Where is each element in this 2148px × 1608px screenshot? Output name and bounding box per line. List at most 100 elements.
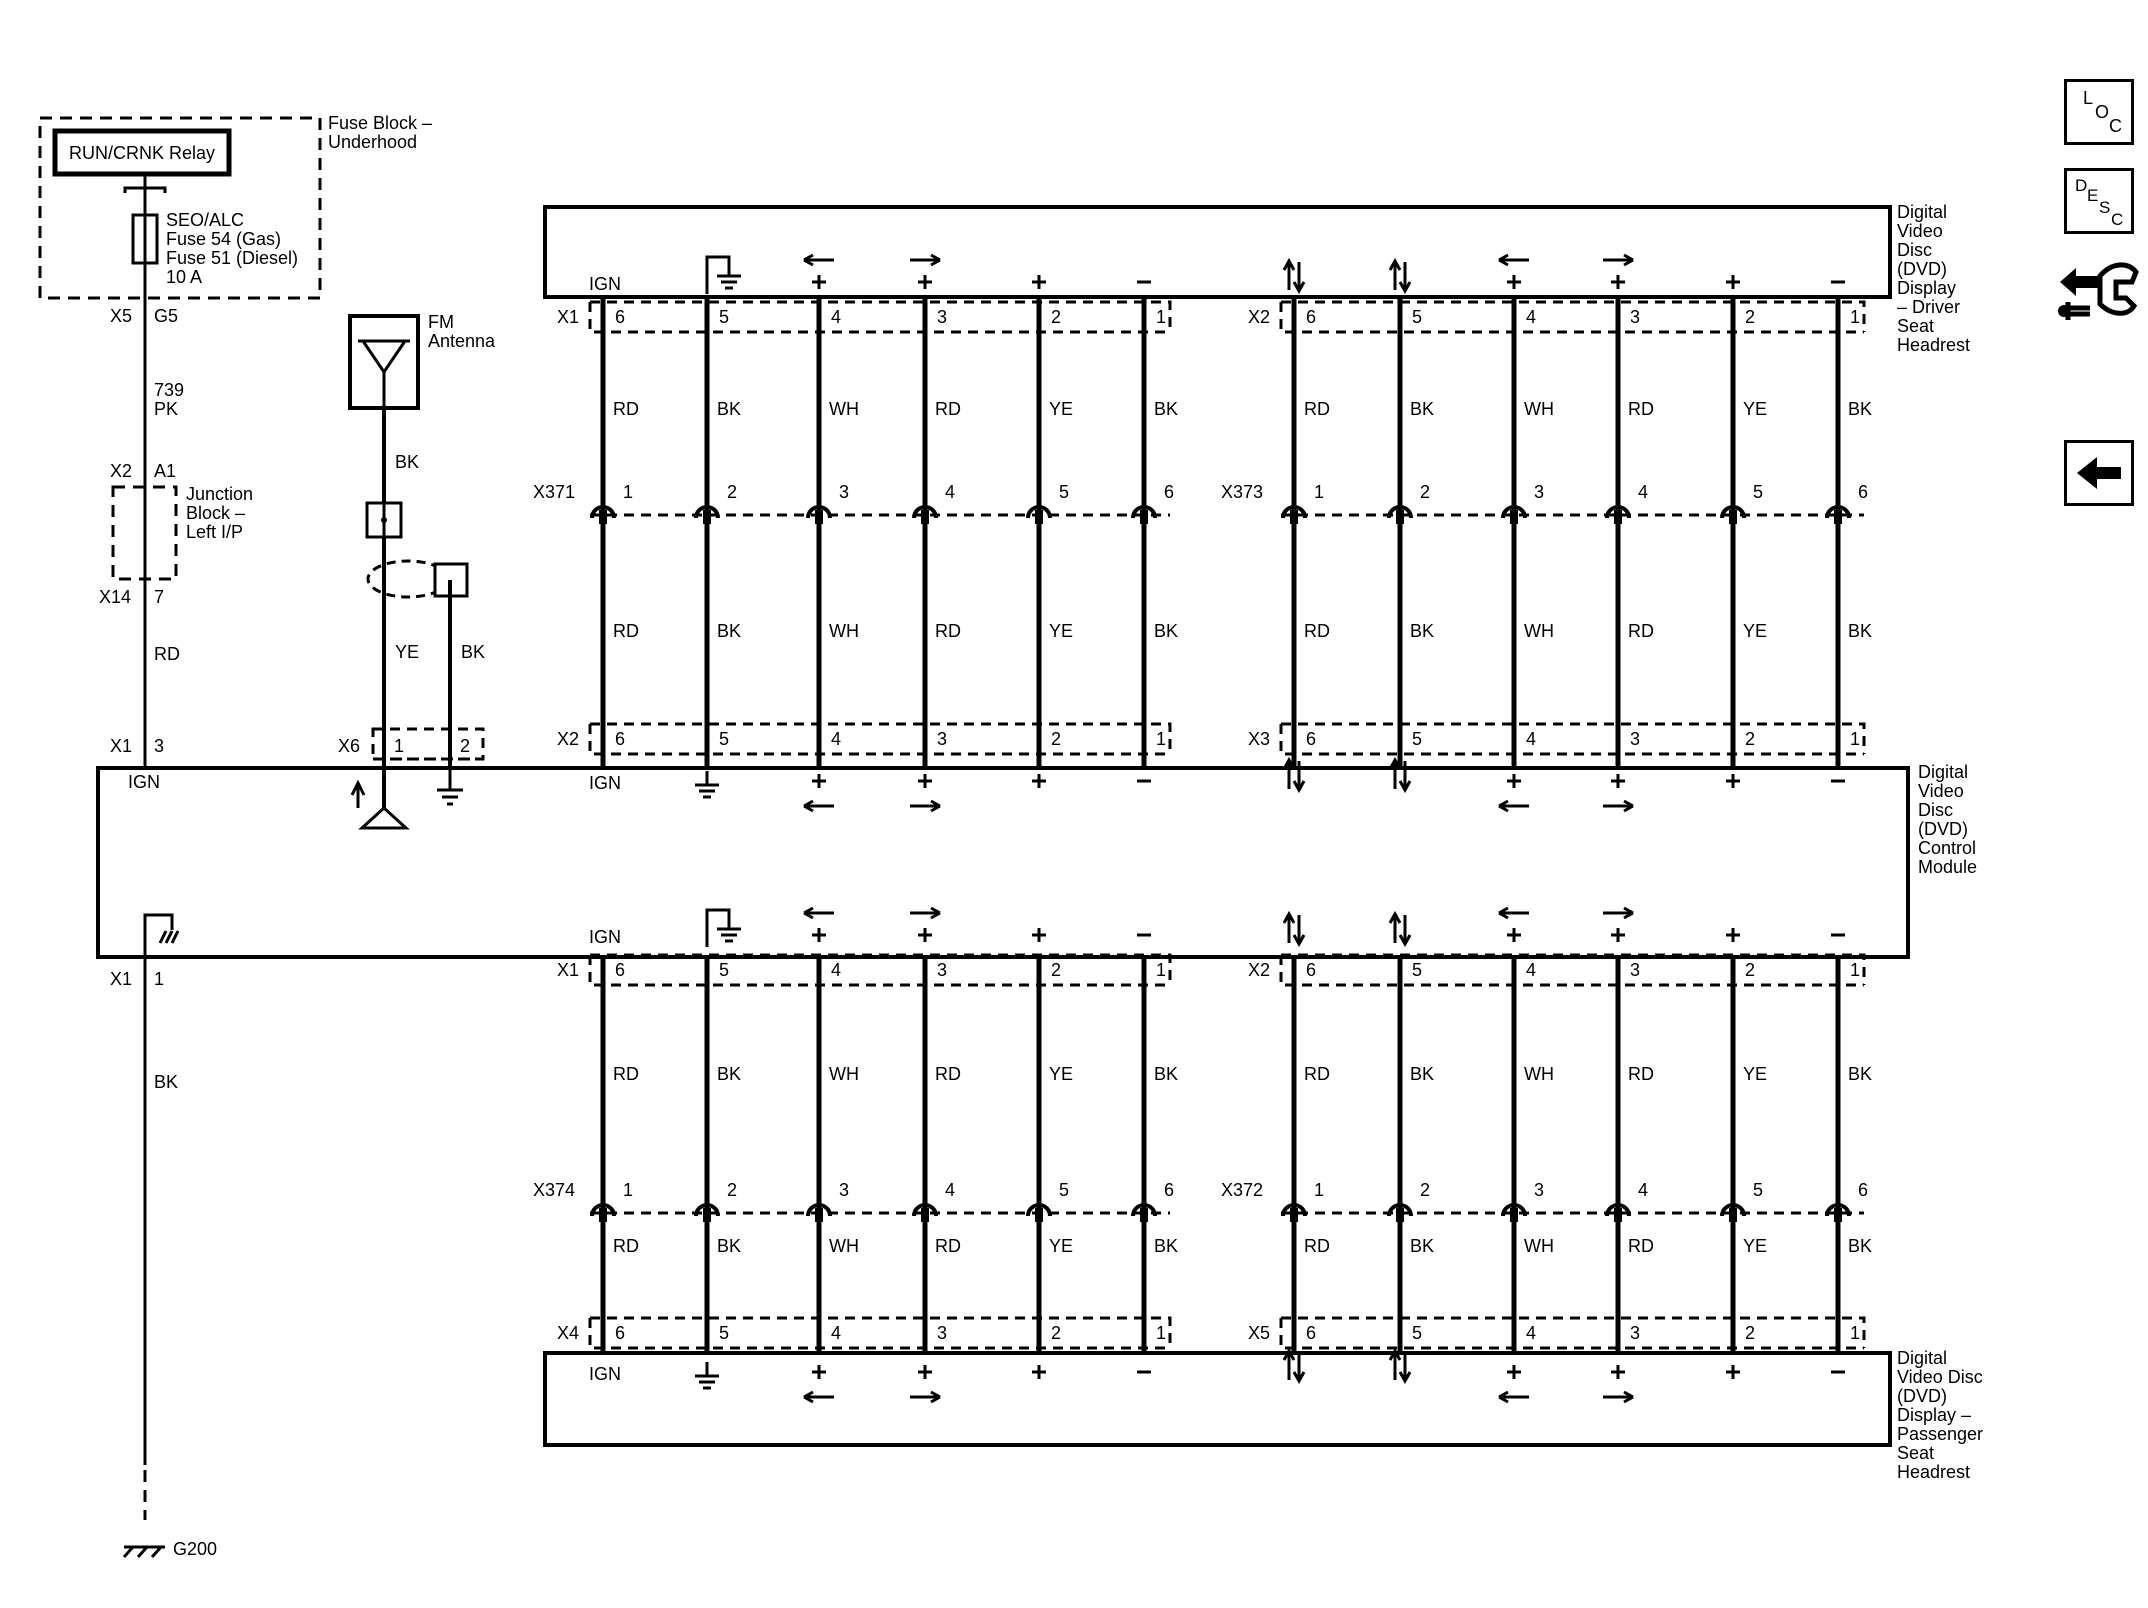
bidirectional-arrow-icon (1282, 910, 1306, 948)
back-arrow-icon (2077, 457, 2121, 489)
passenger-headrest-display-title-line3: (DVD) (1897, 1386, 1947, 1406)
inline-terminal-icon (1501, 1203, 1527, 1217)
wire-color-label: RD (935, 621, 961, 641)
wire-color-label: YE (1049, 1236, 1073, 1256)
wire-color-label: BK (1848, 1064, 1872, 1084)
wire-color-label: RD (1304, 399, 1330, 419)
inline-connector-label: X371 (533, 482, 575, 502)
dvd-control-module-box (96, 766, 1910, 959)
inline-terminal-icon (1131, 505, 1157, 519)
ground-icon (437, 768, 463, 806)
left-arrow-icon (1498, 906, 1529, 920)
fuse-block-title-line1: Fuse Block – (328, 113, 432, 133)
module-pin-label: 2 (1051, 1323, 1061, 1343)
inline-pin-label: 4 (945, 1180, 955, 1200)
ground-icon (695, 783, 719, 799)
desc-letter-d: D (2075, 176, 2087, 195)
module-ign-pin: 3 (154, 736, 164, 756)
plus-icon (1032, 928, 1046, 942)
location-button[interactable]: L O C (2064, 79, 2134, 145)
antenna-wire-color-1: YE (395, 642, 419, 662)
module-pin-label: 4 (1526, 729, 1536, 749)
driver-headrest-display-title-line1: Digital (1897, 202, 1947, 222)
left-arrow-icon (803, 253, 834, 267)
inline-terminal-icon (590, 1203, 616, 1217)
plus-icon (918, 774, 932, 788)
inline-pin-label: 2 (727, 482, 737, 502)
feed-circuit-number: 739 (154, 380, 184, 400)
display-connector-label: X1 (557, 307, 579, 327)
connector-outline (1279, 722, 1866, 756)
description-button[interactable]: D E S C (2064, 168, 2134, 234)
plus-icon (812, 928, 826, 942)
junction-in-pin: A1 (154, 461, 176, 481)
module-pin-label: 3 (937, 1323, 947, 1343)
display-pin-label: 6 (615, 307, 625, 327)
junction-out-pin: 7 (154, 587, 164, 607)
inline-pin-label: 1 (623, 1180, 633, 1200)
connector-outline (1279, 953, 1866, 987)
inline-terminal-icon (806, 1203, 832, 1217)
inline-terminal-icon (590, 505, 616, 519)
connector-outline (1279, 300, 1866, 334)
inline-terminal-icon (1281, 1203, 1307, 1217)
wire-color-label: RD (1304, 621, 1330, 641)
antenna-pin-2: 2 (460, 736, 470, 756)
plus-icon (1611, 275, 1625, 289)
wire-color-label: YE (1049, 399, 1073, 419)
wire-color-label: YE (1743, 1236, 1767, 1256)
junction-title-line2: Block – (186, 503, 245, 523)
inline-terminal-icon (806, 505, 832, 519)
antenna-connector-label: X6 (338, 736, 360, 756)
ground-icon (717, 274, 741, 290)
display-connector-label: X2 (1248, 960, 1270, 980)
wire-color-label: RD (1628, 399, 1654, 419)
inline-terminal-icon (1026, 1203, 1052, 1217)
connector-hand-icon[interactable] (2054, 252, 2144, 332)
plus-icon (1611, 774, 1625, 788)
display-pin-label: 2 (1051, 307, 1061, 327)
junction-block-outline (111, 485, 178, 581)
driver-headrest-display (543, 205, 1892, 299)
plus-icon (1726, 1365, 1740, 1379)
module-title-line2: Video (1918, 781, 1964, 801)
plus-icon (1032, 774, 1046, 788)
module-ground-pin: 1 (154, 969, 164, 989)
inline-terminal-icon (1026, 505, 1052, 519)
display-pin-label: 6 (615, 960, 625, 980)
junction-title-line3: Left I/P (186, 522, 243, 542)
display-pin-label: 5 (1412, 960, 1422, 980)
ign-label: IGN (589, 927, 621, 947)
left-arrow-icon (1498, 253, 1529, 267)
display-pin-label: 1 (1156, 960, 1166, 980)
display-pin-label: 1 (1850, 960, 1860, 980)
left-arrow-icon (1498, 799, 1529, 813)
display-pin-label: 2 (1051, 960, 1061, 980)
relay-label: RUN/CRNK Relay (69, 143, 215, 163)
back-button[interactable] (2064, 440, 2134, 506)
signal-symbols-row: IGN (589, 906, 1845, 948)
junction-in-connector: X2 (110, 461, 132, 481)
antenna-title-line1: FM (428, 312, 454, 332)
wire-color-label: RD (1628, 1236, 1654, 1256)
wire-color-label: YE (1743, 1064, 1767, 1084)
driver-headrest-display-title-line6: – Driver (1897, 297, 1960, 317)
wire-color-label: BK (717, 1236, 741, 1256)
inline-pin-label: 6 (1858, 1180, 1868, 1200)
left-arrow-icon (803, 1390, 834, 1404)
module-pin-label: 3 (937, 729, 947, 749)
connector-outline (1279, 1316, 1866, 1350)
module-pin-label: 3 (1630, 729, 1640, 749)
display-pin-label: 6 (1306, 307, 1316, 327)
wire-color-label: BK (1154, 1064, 1178, 1084)
module-title-line3: Disc (1918, 800, 1953, 820)
fuse-pin-label: G5 (154, 306, 178, 326)
fuse-connector-label: X5 (110, 306, 132, 326)
wire-color-label: RD (1304, 1236, 1330, 1256)
ign-label: IGN (589, 773, 621, 793)
connector-outline (588, 953, 1172, 987)
module-pin-label: 4 (1526, 1323, 1536, 1343)
ground-point-label: G200 (173, 1539, 217, 1559)
